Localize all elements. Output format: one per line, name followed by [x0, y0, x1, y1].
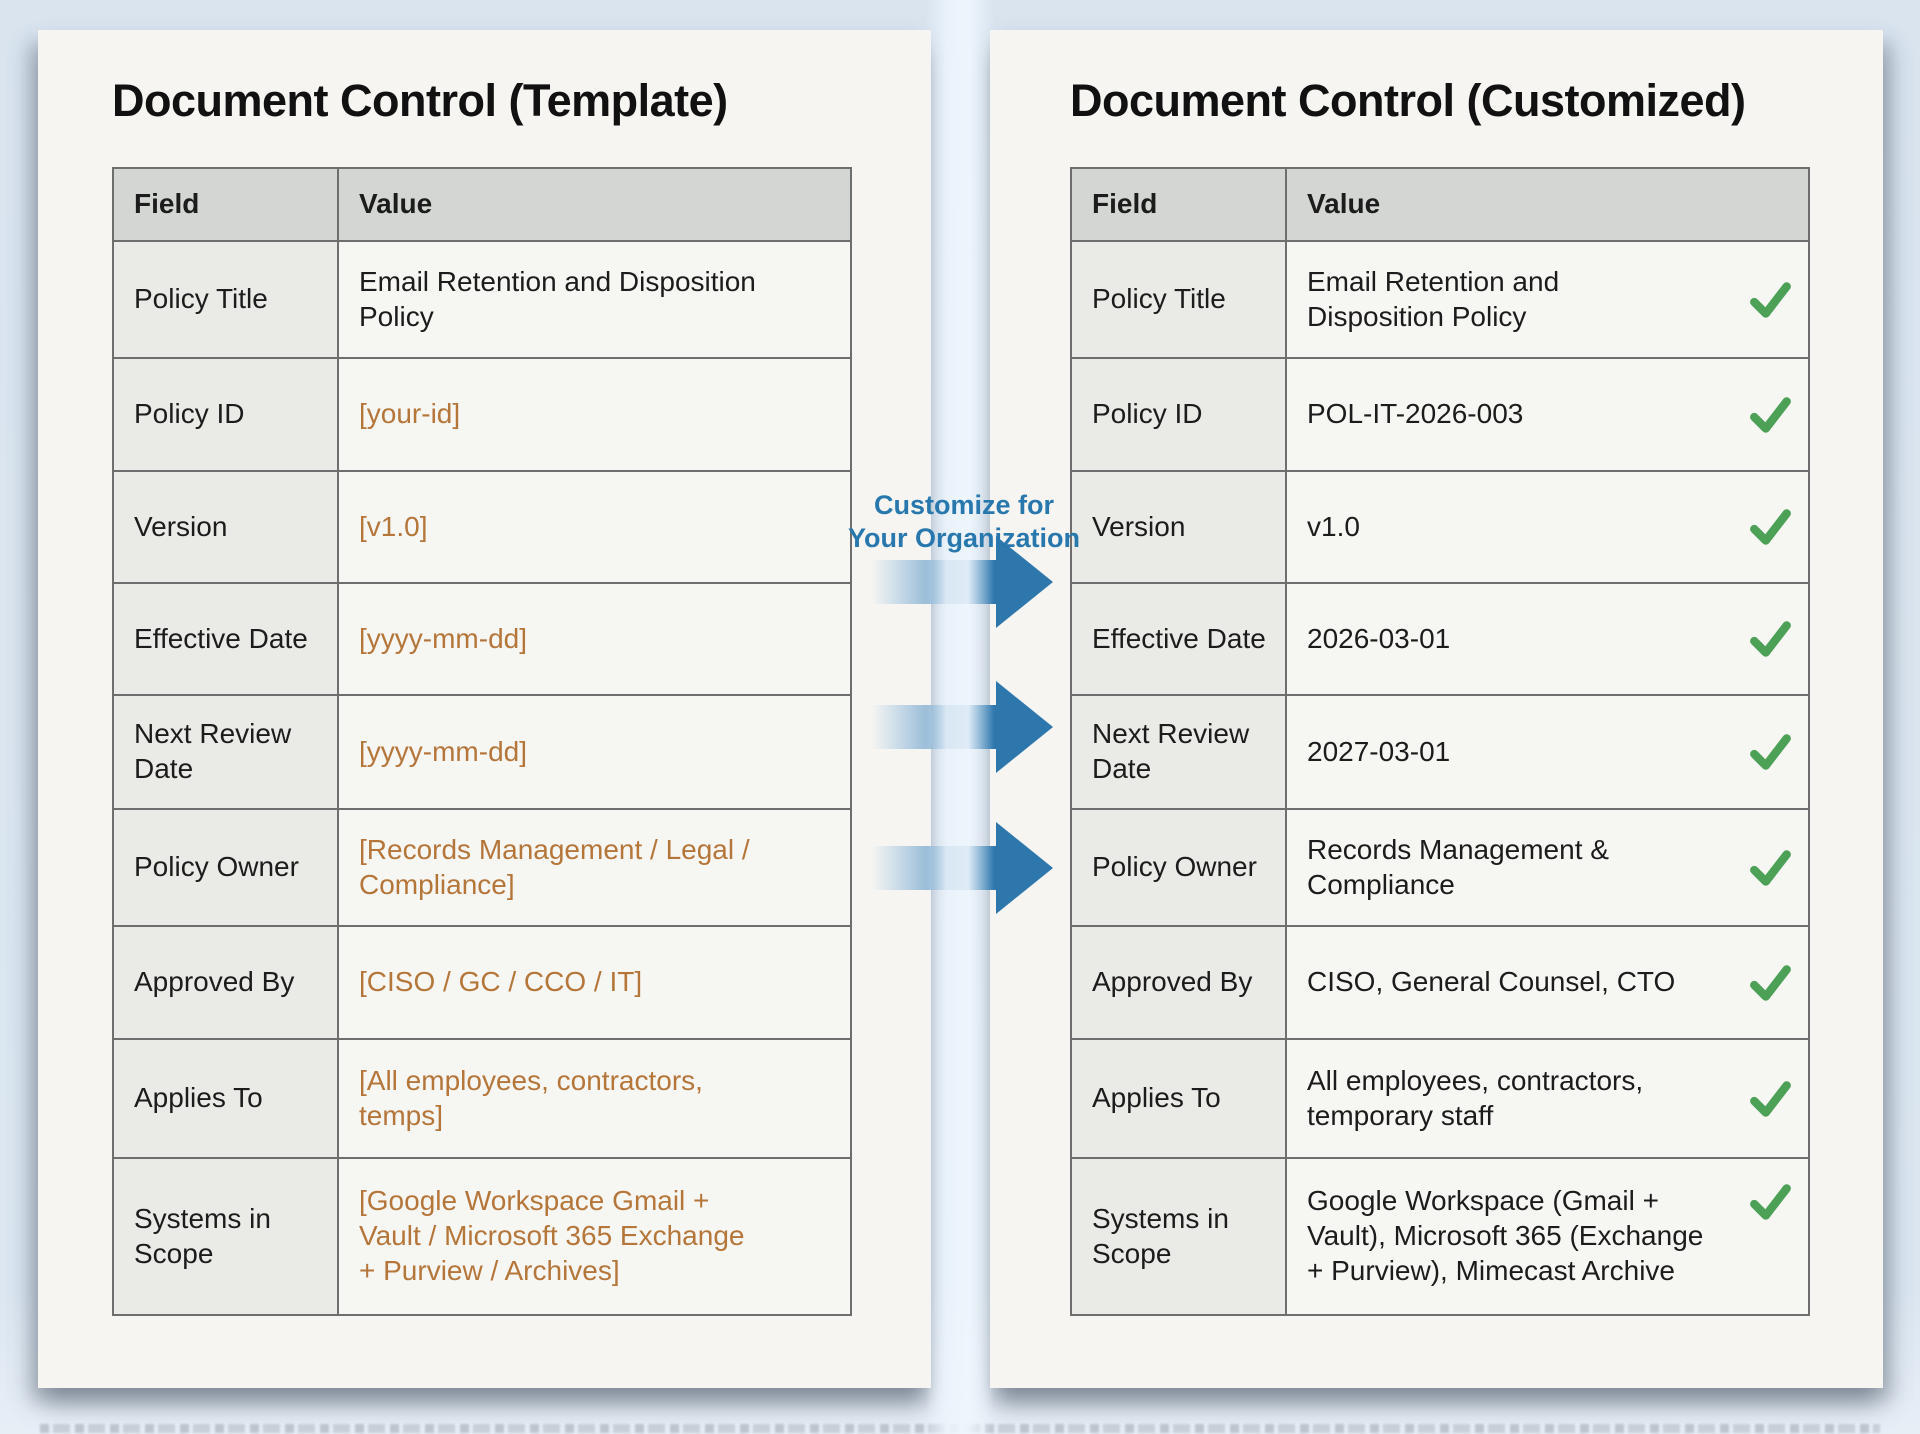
table-row-next-review-date: Next Review Date 2027-03-01	[1072, 696, 1808, 810]
table-row-approved-by: Approved By [CISO / GC / CCO / IT]	[114, 927, 850, 1040]
field-value: POL-IT-2026-003	[1287, 359, 1808, 470]
field-label: Effective Date	[1072, 584, 1287, 694]
field-value-placeholder: [All employees, contractors, temps]	[339, 1040, 850, 1157]
table-row-policy-id: Policy ID [your-id]	[114, 359, 850, 472]
check-icon	[1748, 1181, 1794, 1223]
field-label: Version	[114, 472, 339, 582]
connector-label: Customize for Your Organization	[808, 489, 1120, 555]
column-header-value: Value	[1287, 169, 1808, 240]
field-value: 2027-03-01	[1287, 696, 1808, 808]
check-icon	[1748, 394, 1794, 436]
table-header-row: Field Value	[1072, 169, 1808, 242]
field-label: Policy Title	[114, 242, 339, 357]
check-icon	[1748, 962, 1794, 1004]
field-label: Policy Title	[1072, 242, 1287, 357]
check-icon	[1748, 731, 1794, 773]
template-page-title: Document Control (Template)	[112, 75, 728, 126]
connector-label-line2: Your Organization	[847, 522, 1080, 553]
field-value: Email Retention and Disposition Policy	[339, 242, 850, 357]
field-label: Policy Owner	[114, 810, 339, 925]
field-label: Policy ID	[1072, 359, 1287, 470]
field-value: Email Retention and Disposition Policy	[1287, 242, 1808, 357]
table-row-effective-date: Effective Date 2026-03-01	[1072, 584, 1808, 696]
field-value: 2026-03-01	[1287, 584, 1808, 694]
field-label: Approved By	[1072, 927, 1287, 1038]
column-header-value: Value	[339, 169, 850, 240]
table-row-effective-date: Effective Date [yyyy-mm-dd]	[114, 584, 850, 696]
field-value-placeholder: [yyyy-mm-dd]	[339, 696, 850, 808]
connector-label-line1: Customize for	[873, 490, 1054, 520]
field-label: Effective Date	[114, 584, 339, 694]
field-label: Policy ID	[114, 359, 339, 470]
field-label: Systems in Scope	[1072, 1159, 1287, 1314]
table-row-version: Version v1.0	[1072, 472, 1808, 584]
field-label: Policy Owner	[1072, 810, 1287, 925]
field-label: Version	[1072, 472, 1287, 582]
field-label: Applies To	[114, 1040, 339, 1157]
field-value: All employees, contractors, temporary st…	[1287, 1040, 1808, 1157]
check-icon	[1748, 618, 1794, 660]
template-page: Document Control (Template) Field Value …	[38, 30, 931, 1388]
field-label: Approved By	[114, 927, 339, 1038]
field-value-placeholder: [your-id]	[339, 359, 850, 470]
document-control-table-customized: Field Value Policy Title Email Retention…	[1070, 167, 1810, 1316]
field-label: Applies To	[1072, 1040, 1287, 1157]
field-value: Records Management & Compliance	[1287, 810, 1808, 925]
field-value-placeholder: [Records Management / Legal / Compliance…	[339, 810, 850, 925]
field-value-placeholder: [v1.0]	[339, 472, 850, 582]
table-header-row: Field Value	[114, 169, 850, 242]
field-label: Next Review Date	[114, 696, 339, 808]
table-row-version: Version [v1.0]	[114, 472, 850, 584]
document-control-table-template: Field Value Policy Title Email Retention…	[112, 167, 852, 1316]
table-row-next-review-date: Next Review Date [yyyy-mm-dd]	[114, 696, 850, 810]
table-row-systems-in-scope: Systems in Scope [Google Workspace Gmail…	[114, 1159, 850, 1314]
table-row-policy-title: Policy Title Email Retention and Disposi…	[114, 242, 850, 359]
field-label: Systems in Scope	[114, 1159, 339, 1314]
customized-page-title: Document Control (Customized)	[1070, 75, 1746, 126]
page-gap-ribbon	[926, 0, 994, 1434]
field-value-placeholder: [Google Workspace Gmail + Vault / Micros…	[339, 1159, 850, 1314]
check-icon	[1748, 1078, 1794, 1120]
table-row-policy-owner: Policy Owner Records Management & Compli…	[1072, 810, 1808, 927]
check-icon	[1748, 279, 1794, 321]
table-row-policy-owner: Policy Owner [Records Management / Legal…	[114, 810, 850, 927]
table-row-policy-id: Policy ID POL-IT-2026-003	[1072, 359, 1808, 472]
table-row-systems-in-scope: Systems in Scope Google Workspace (Gmail…	[1072, 1159, 1808, 1314]
table-row-applies-to: Applies To All employees, contractors, t…	[1072, 1040, 1808, 1159]
field-value: CISO, General Counsel, CTO	[1287, 927, 1808, 1038]
table-row-applies-to: Applies To [All employees, contractors, …	[114, 1040, 850, 1159]
customized-page: Document Control (Customized) Field Valu…	[990, 30, 1883, 1388]
column-header-field: Field	[1072, 169, 1287, 240]
table-row-approved-by: Approved By CISO, General Counsel, CTO	[1072, 927, 1808, 1040]
check-icon	[1748, 506, 1794, 548]
field-value: Google Workspace (Gmail + Vault), Micros…	[1287, 1159, 1808, 1314]
field-label: Next Review Date	[1072, 696, 1287, 808]
column-header-field: Field	[114, 169, 339, 240]
field-value-placeholder: [CISO / GC / CCO / IT]	[339, 927, 850, 1038]
table-row-policy-title: Policy Title Email Retention and Disposi…	[1072, 242, 1808, 359]
check-icon	[1748, 847, 1794, 889]
field-value: v1.0	[1287, 472, 1808, 582]
field-value-placeholder: [yyyy-mm-dd]	[339, 584, 850, 694]
